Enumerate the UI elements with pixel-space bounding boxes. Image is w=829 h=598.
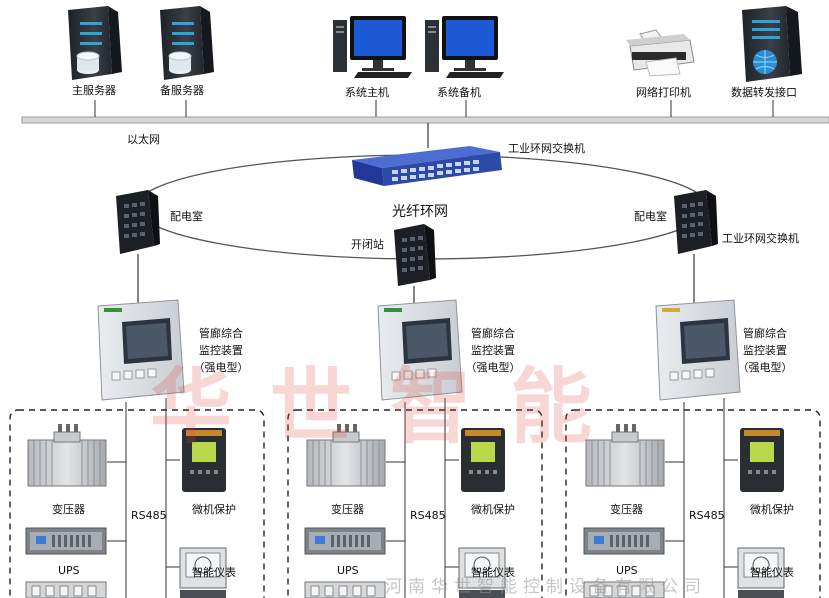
relay-protection-left-icon bbox=[182, 428, 226, 492]
brand-watermark: 华世智能 bbox=[150, 360, 631, 455]
cabinet-left-caption: 管廊综合 监控装置 （强电型） bbox=[190, 325, 252, 376]
cabinet-left-line2: 监控装置 bbox=[199, 344, 243, 357]
backup-server-label: 备服务器 bbox=[160, 84, 204, 97]
backup-server-icon bbox=[160, 6, 214, 80]
cabinet-right-line2: 监控装置 bbox=[743, 344, 787, 357]
ethernet-label: 以太网 bbox=[127, 133, 160, 146]
transformer-right-label: 变压器 bbox=[610, 503, 643, 516]
relay-protection-center-icon bbox=[461, 428, 505, 492]
monitor-cabinet-left-icon bbox=[97, 299, 185, 401]
company-watermark: 河南华世智能控制设备有限公司 bbox=[385, 577, 707, 597]
ring-switch-top-icon bbox=[352, 146, 502, 186]
transformer-center-label: 变压器 bbox=[331, 503, 364, 516]
ring-switch-right-label: 工业环网交换机 bbox=[722, 232, 799, 245]
transformer-left-label: 变压器 bbox=[52, 503, 85, 516]
relay-right-label: 微机保护 bbox=[750, 503, 794, 516]
network-printer-label: 网络打印机 bbox=[636, 86, 691, 99]
smart-meter-right-icon bbox=[737, 547, 785, 598]
system-main-label: 系统主机 bbox=[345, 86, 389, 99]
main-server-label: 主服务器 bbox=[72, 84, 116, 97]
data-gateway-label: 数据转发接口 bbox=[731, 86, 797, 99]
relay-center-label: 微机保护 bbox=[471, 503, 515, 516]
cabinet-right-line1: 管廊综合 bbox=[743, 327, 787, 340]
field-group-center bbox=[287, 398, 543, 598]
rs485-left-label: RS485 bbox=[131, 509, 167, 522]
smart-meter-center-icon bbox=[458, 547, 506, 598]
smart-meter-left-icon bbox=[179, 547, 227, 598]
main-server-icon bbox=[68, 6, 122, 80]
cabinet-right-line3: （强电型） bbox=[737, 361, 793, 374]
transformer-right-icon bbox=[585, 424, 665, 487]
field-group-right bbox=[565, 398, 821, 598]
cabinet-left-line1: 管廊综合 bbox=[199, 327, 243, 340]
network-printer-icon bbox=[626, 29, 695, 77]
center-node-label: 开闭站 bbox=[351, 238, 384, 251]
left-node-switch-icon bbox=[116, 190, 160, 254]
monitor-cabinet-right-icon bbox=[655, 299, 741, 401]
ups-right-label: UPS bbox=[616, 564, 638, 577]
ups-right-icon bbox=[583, 527, 665, 555]
field-group-left bbox=[9, 398, 265, 598]
bottom-panel-right-icon bbox=[583, 581, 665, 598]
relay-protection-right-icon bbox=[740, 428, 784, 492]
relay-left-label: 微机保护 bbox=[192, 503, 236, 516]
ring-switch-top-label: 工业环网交换机 bbox=[508, 142, 585, 155]
right-node-label: 配电室 bbox=[634, 210, 667, 223]
ups-left-icon bbox=[25, 527, 107, 555]
meter-center-label: 智能仪表 bbox=[471, 566, 515, 579]
cabinet-center-caption: 管廊综合 监控装置 （强电型） bbox=[462, 325, 524, 376]
cabinet-center-line2: 监控装置 bbox=[471, 344, 515, 357]
ups-left-label: UPS bbox=[58, 564, 80, 577]
cabinet-center-line3: （强电型） bbox=[465, 361, 521, 374]
cabinet-left-line3: （强电型） bbox=[193, 361, 249, 374]
right-node-switch-icon bbox=[674, 190, 718, 254]
system-backup-computer-icon bbox=[425, 16, 504, 78]
cabinet-right-caption: 管廊综合 监控装置 （强电型） bbox=[734, 325, 796, 376]
ups-center-label: UPS bbox=[337, 564, 359, 577]
data-gateway-server-icon bbox=[742, 6, 802, 82]
system-backup-label: 系统备机 bbox=[437, 86, 481, 99]
ups-center-icon bbox=[304, 527, 386, 555]
ethernet-bus bbox=[21, 100, 829, 148]
center-node-switch-icon bbox=[394, 224, 436, 286]
monitor-cabinet-center-icon bbox=[377, 299, 463, 401]
fiber-ring-label: 光纤环网 bbox=[392, 204, 448, 220]
rs485-center-label: RS485 bbox=[410, 509, 446, 522]
transformer-center-icon bbox=[306, 424, 386, 487]
left-node-label: 配电室 bbox=[170, 210, 203, 223]
bottom-panel-left-icon bbox=[25, 581, 107, 598]
cabinet-center-line1: 管廊综合 bbox=[471, 327, 515, 340]
transformer-left-icon bbox=[27, 424, 107, 487]
system-main-computer-icon bbox=[333, 16, 412, 78]
meter-left-label: 智能仪表 bbox=[192, 566, 236, 579]
bottom-panel-center-icon bbox=[304, 581, 386, 598]
rs485-right-label: RS485 bbox=[689, 509, 725, 522]
meter-right-label: 智能仪表 bbox=[750, 566, 794, 579]
